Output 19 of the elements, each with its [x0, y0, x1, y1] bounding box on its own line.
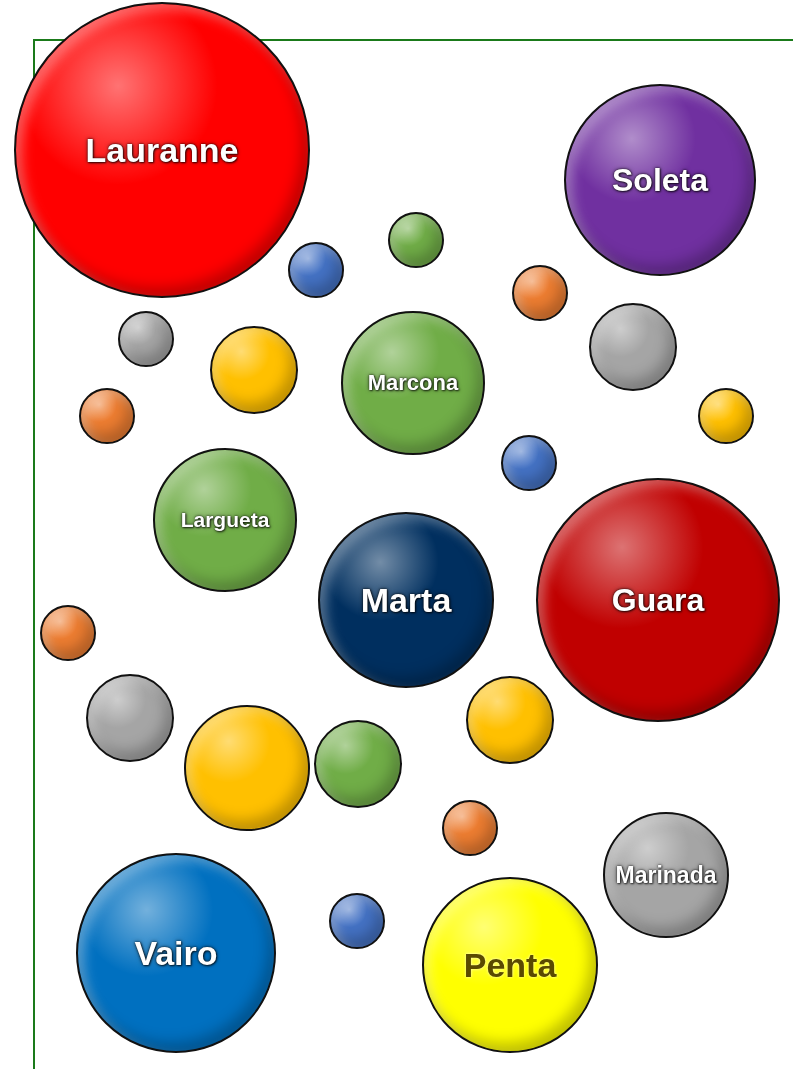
bubble-label: Penta	[463, 945, 557, 985]
bubble-label: Soleta	[612, 161, 708, 199]
bubble-label: Marta	[360, 580, 452, 620]
bubble-label: Vairo	[134, 933, 218, 973]
bubble	[329, 893, 385, 949]
bubble-label: Marcona	[367, 370, 459, 396]
bubble	[388, 212, 444, 268]
bubble	[512, 265, 568, 321]
bubble	[442, 800, 498, 856]
bubble-label: Marinada	[615, 861, 717, 889]
bubble	[79, 388, 135, 444]
bubble	[40, 605, 96, 661]
bubble-label: Guara	[611, 581, 705, 619]
bubble	[118, 311, 174, 367]
bubble-label: Lauranne	[85, 130, 239, 170]
bubble-label: Largueta	[180, 508, 270, 532]
bubble	[501, 435, 557, 491]
bubble	[698, 388, 754, 444]
bubble	[288, 242, 344, 298]
